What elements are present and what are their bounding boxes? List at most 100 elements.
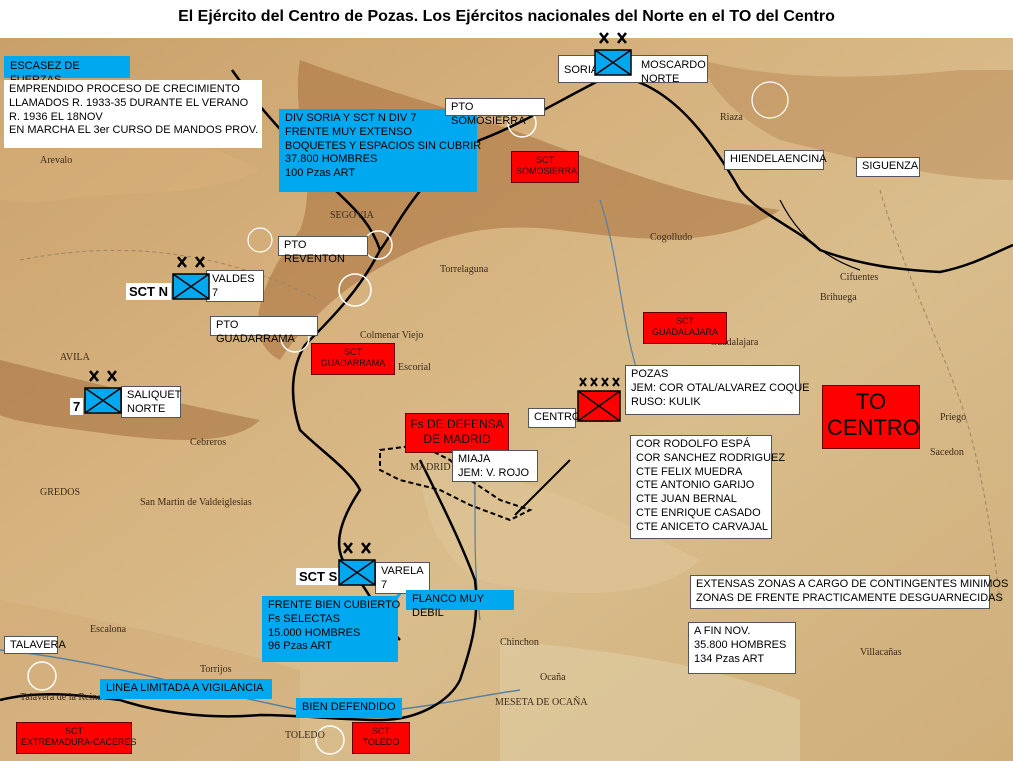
place-label: Chinchon bbox=[500, 637, 539, 648]
bien-defendido-box: BIEN DEFENDIDO bbox=[296, 698, 402, 718]
fin-nov-line: 35.800 HOMBRES bbox=[694, 638, 787, 651]
place-label: Arevalo bbox=[40, 155, 72, 166]
talavera-text: TALAVERA bbox=[10, 639, 66, 651]
place-label: Brihuega bbox=[820, 292, 857, 303]
varela-line: VARELA bbox=[381, 565, 424, 577]
div-soria-line: BOQUETES Y ESPACIOS SIN CUBRIR bbox=[285, 139, 482, 152]
flanco-text: FLANCO MUY DEBIL bbox=[412, 593, 484, 619]
place-label: TOLEDO bbox=[285, 730, 325, 741]
comandantes-line: CTE ANTONIO GARIJO bbox=[636, 479, 755, 492]
pto-guadarrama-text: PTO GUADARRAMA bbox=[216, 319, 295, 345]
proceso-line: EMPRENDIDO PROCESO DE CRECIMIENTO bbox=[9, 83, 240, 95]
valdes-line: 7 bbox=[212, 286, 219, 299]
place-label: Sacedon bbox=[930, 447, 964, 458]
fs-defensa-line: DE MADRID bbox=[423, 432, 491, 446]
extensas-line: EXTENSAS ZONAS A CARGO DE CONTINGENTES M… bbox=[696, 578, 1009, 590]
sct-somosierra-line: SCT bbox=[536, 155, 554, 165]
place-label: Torrijos bbox=[200, 664, 232, 675]
sct-somosierra-line: SOMOSIERRA bbox=[516, 166, 578, 177]
place-label: Riaza bbox=[720, 112, 743, 123]
soria-text: SORIA bbox=[564, 64, 599, 76]
proceso-line: LLAMADOS R. 1933-35 DURANTE EL VERANO bbox=[9, 96, 249, 109]
place-label: Escalona bbox=[90, 624, 127, 635]
extensas-line: ZONAS DE FRENTE PRACTICAMENTE DESGUARNEC… bbox=[696, 591, 1003, 604]
div-soria-line: 37.800 HOMBRES bbox=[285, 153, 378, 166]
saliquet-unit-icon bbox=[84, 370, 122, 414]
div-soria-line: 100 Pzas ART bbox=[285, 167, 356, 179]
comandantes-line: COR RODOLFO ESPÁ bbox=[636, 438, 751, 450]
place-label: Cifuentes bbox=[840, 272, 878, 283]
div-soria-line: DIV SORIA Y SCT N DIV 7 bbox=[285, 112, 417, 124]
bien-defendido-text: BIEN DEFENDIDO bbox=[302, 701, 396, 713]
sct-n-label: SCT N bbox=[126, 283, 171, 300]
comandantes-line: CTE JUAN BERNAL bbox=[636, 493, 737, 505]
linea-text: LINEA LIMITADA A VIGILANCIA bbox=[106, 682, 264, 694]
sct-guadalajara-line: GUADALAJARA bbox=[651, 327, 719, 338]
sct-toledo-line: TOLEDO bbox=[362, 737, 400, 748]
fs-defensa-line: Fs DE DEFENSA bbox=[410, 417, 504, 431]
escasez-box: ESCASEZ DE FUERZAS bbox=[4, 56, 130, 86]
frente-cubierto-line: FRENTE BIEN CUBIERTO bbox=[268, 599, 401, 611]
pto-reventon-text: PTO REVENTON bbox=[284, 239, 345, 265]
comandantes-line: CTE ENRIQUE CASADO bbox=[636, 506, 761, 519]
comandantes-line: CTE FELIX MUEDRA bbox=[636, 465, 743, 478]
siguenza-text: SIGUENZA bbox=[862, 160, 919, 172]
place-label: GREDOS bbox=[40, 487, 80, 498]
hiendelaencina-label: HIENDELAENCINA bbox=[724, 150, 827, 170]
map-title: El Ejército del Centro de Pozas. Los Ejé… bbox=[178, 8, 835, 25]
fin-nov-line: A FIN NOV. bbox=[694, 625, 751, 637]
place-label: Cebreros bbox=[190, 437, 226, 448]
div-soria-line: FRENTE MUY EXTENSO bbox=[285, 125, 412, 138]
extensas-box: EXTENSAS ZONAS A CARGO DE CONTINGENTES M… bbox=[690, 575, 1009, 609]
pto-somosierra-label: PTO SOMOSIERRA bbox=[445, 98, 545, 127]
valdes-line: VALDES bbox=[212, 273, 255, 285]
hiendelaencina-text: HIENDELAENCINA bbox=[730, 153, 827, 165]
place-label: AVILA bbox=[60, 352, 91, 363]
centro-label: CENTRO bbox=[528, 408, 580, 428]
place-label: Torrelaguna bbox=[440, 264, 489, 275]
saliquet-number: 7 bbox=[70, 398, 84, 415]
sct-toledo-line: SCT bbox=[372, 726, 390, 736]
pozas-line: RUSO: KULIK bbox=[631, 395, 701, 408]
place-label: Ocaña bbox=[540, 672, 566, 683]
sct-s-label: SCT S bbox=[296, 568, 341, 585]
frente-cubierto-line: 96 Pzas ART bbox=[268, 640, 332, 653]
place-label: Talavera de la Reina bbox=[20, 692, 102, 703]
comandantes-line: COR SANCHEZ RODRIGUEZ bbox=[636, 451, 786, 464]
fin-nov-line: 134 Pzas ART bbox=[694, 652, 765, 665]
place-label: Colmenar Viejo bbox=[360, 330, 423, 341]
miaja-line: MIAJA bbox=[458, 453, 491, 465]
frente-cubierto-line: Fs SELECTAS bbox=[268, 612, 340, 625]
comandantes-line: CTE ANICETO CARVAJAL bbox=[636, 520, 769, 533]
centro-text: CENTRO bbox=[534, 411, 581, 423]
varela-unit-icon bbox=[338, 542, 376, 586]
pozas-line: POZAS bbox=[631, 368, 669, 380]
varela-line: 7 bbox=[381, 578, 388, 591]
place-label: SEGOVIA bbox=[330, 210, 375, 221]
place-label: Guadalajara bbox=[710, 337, 759, 348]
place-label: Priego bbox=[940, 412, 966, 423]
sct-extremadura-line: SCT bbox=[65, 726, 83, 736]
moscardo-unit-icon bbox=[594, 32, 632, 76]
pozas-line: JEM: COR OTAL/ALVAREZ COQUE bbox=[631, 381, 810, 394]
place-label: Cogolludo bbox=[650, 232, 692, 243]
valdes-unit-icon bbox=[172, 256, 210, 300]
to-centro-line: TO bbox=[855, 389, 887, 414]
place-label: Villacañas bbox=[860, 647, 902, 658]
place-label: Alcala de Henares bbox=[540, 414, 613, 425]
place-label: MADRID bbox=[410, 462, 451, 473]
place-label: MESETA DE OCAÑA bbox=[495, 696, 588, 708]
